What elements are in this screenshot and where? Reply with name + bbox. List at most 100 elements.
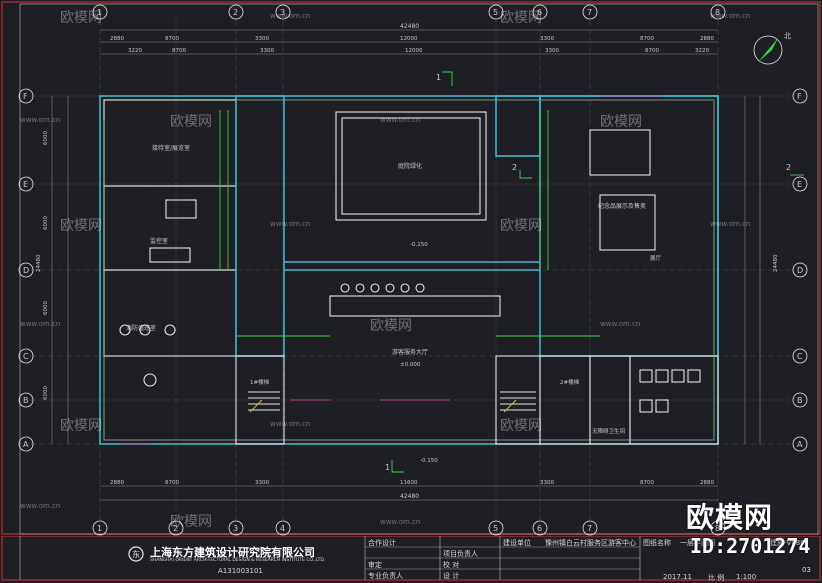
axis-top-7: 7	[587, 8, 592, 17]
axis-bottom-7: 7	[587, 524, 592, 533]
dim-top-2: 8700	[165, 36, 179, 42]
dim-top2-6: 8700	[645, 48, 659, 54]
axis-side-B: B	[797, 396, 803, 405]
title-block: 东 上海东方建筑设计研究院有限公司 SHANGHAI ORIENT ARCHIT…	[0, 536, 822, 582]
svg-text:欧模网: 欧模网	[60, 218, 102, 234]
dim-bottom-7: 2880	[700, 480, 714, 486]
room-label-courtyard: 庭院绿化	[398, 162, 422, 170]
svg-text:欧模网: 欧模网	[170, 114, 212, 130]
axis-side-D: D	[23, 266, 29, 275]
company-logo-icon	[128, 546, 144, 562]
svg-text:欧模网: 欧模网	[60, 10, 102, 26]
axis-bottom-2: 2	[173, 524, 178, 533]
watermark-layer: 欧模网 www.om.cn 欧模网 www.om.cn www.om.cn 欧模…	[20, 10, 750, 530]
axis-side-A: A	[797, 440, 803, 449]
company-name-en: SHANGHAI ORIENT ARCHITECTURAL DESIGN & R…	[150, 558, 326, 563]
field-mid-2: 设 计	[443, 572, 460, 580]
svg-text:北: 北	[784, 32, 791, 40]
svg-text:www.om.cn: www.om.cn	[600, 320, 640, 328]
overall-dim-top: 42480	[400, 23, 419, 30]
svg-text:www.om.cn: www.om.cn	[380, 518, 420, 526]
axis-bottom-4: 4	[280, 524, 285, 533]
dim-bottom-4: 11600	[400, 480, 418, 486]
axis-side-F: F	[797, 92, 802, 101]
axis-bottom-6: 6	[537, 524, 542, 533]
axis-bubbles-bottom: 1 2 3 4 5 6 7 8	[92, 520, 726, 536]
dim-top2-4: 12000	[405, 48, 423, 54]
axis-top-1: 1	[97, 8, 102, 17]
svg-text:24480: 24480	[36, 254, 42, 272]
svg-text:欧模网: 欧模网	[500, 218, 542, 234]
axis-top-2: 2	[233, 8, 238, 17]
field-left-2: 专业负责人	[368, 572, 403, 580]
svg-text:2: 2	[512, 163, 517, 172]
axis-bottom-1: 1	[97, 524, 102, 533]
svg-text:www.om.cn: www.om.cn	[20, 502, 60, 510]
axis-side-C: C	[23, 352, 29, 361]
axis-side-D: D	[797, 266, 803, 275]
svg-text:欧模网: 欧模网	[370, 318, 412, 334]
top-dimensions: 42480 2880 8700 3300 12000 3300 8700 288…	[100, 23, 718, 55]
scale-label: 比 例	[708, 574, 725, 582]
dim-top2-7: 3220	[695, 48, 709, 54]
room-label-disabled: 无障碍卫生间	[592, 427, 625, 435]
svg-text:欧模网: 欧模网	[170, 514, 212, 530]
level-lobby: ±0.000	[400, 362, 421, 368]
interior-dimensions	[103, 110, 715, 436]
dim-bottom-2: 8700	[165, 480, 179, 486]
side-dimensions: 6000 6000 6000 6000 24480 24480	[36, 96, 779, 444]
dim-top2-3: 3300	[260, 48, 274, 54]
dim-bottom-6: 8700	[640, 480, 654, 486]
watermark-brand: 欧模网	[686, 501, 774, 534]
section-markers: 1 2 2 1	[385, 71, 804, 473]
svg-text:欧模网: 欧模网	[500, 10, 542, 26]
room-label-stair-l: 1#楼梯	[250, 378, 270, 386]
dim-top-7: 2880	[700, 36, 714, 42]
axis-side-E: E	[23, 180, 28, 189]
axis-bottom-5: 5	[493, 524, 498, 533]
dim-top-1: 2880	[110, 36, 124, 42]
room-label-hall: 展厅	[650, 255, 662, 262]
axis-side-F: F	[23, 92, 28, 101]
axis-side-A: A	[23, 440, 29, 449]
svg-text:www.om.cn: www.om.cn	[270, 12, 310, 20]
watermark-id: ID:2701274	[690, 534, 811, 558]
dim-bottom-1: 2880	[110, 480, 124, 486]
svg-text:www.om.cn: www.om.cn	[270, 220, 310, 228]
svg-text:东: 东	[132, 549, 140, 559]
svg-text:1: 1	[436, 73, 441, 82]
room-label-b: 监控室	[150, 237, 168, 245]
svg-text:6000: 6000	[43, 386, 49, 400]
svg-text:6000: 6000	[43, 301, 49, 315]
svg-text:24480: 24480	[773, 254, 779, 272]
axis-side-E: E	[797, 180, 802, 189]
svg-text:www.om.cn: www.om.cn	[710, 220, 750, 228]
overall-dim-bottom: 42480	[400, 493, 419, 500]
floor-plan: 42480 2880 8700 3300 12000 3300 8700 288…	[1, 1, 821, 536]
sheet-border	[1, 1, 821, 535]
dim-top-4: 12000	[400, 36, 418, 42]
svg-text:1: 1	[385, 463, 390, 472]
drawing-label: 图纸名称	[643, 539, 671, 547]
field-left-0: 合作设计	[368, 539, 396, 547]
axis-top-5: 5	[493, 8, 498, 17]
room-label-stair-r: 2#楼梯	[560, 378, 580, 386]
bottom-dimensions: 2880 8700 3300 11600 3300 8700 2880 4248…	[100, 480, 718, 501]
axis-bottom-3: 3	[233, 524, 238, 533]
dim-top2-2: 8700	[172, 48, 186, 54]
license-no: A131003101	[218, 567, 263, 575]
dim-top-6: 8700	[640, 36, 654, 42]
svg-text:www.om.cn: www.om.cn	[710, 12, 750, 20]
svg-text:6000: 6000	[43, 131, 49, 145]
svg-text:6000: 6000	[43, 216, 49, 230]
room-label-c: 消防值班室	[126, 324, 156, 332]
date: 2017.11	[663, 573, 692, 581]
dim-top-3: 3300	[255, 36, 269, 42]
north-arrow-icon: 北	[753, 32, 791, 65]
svg-text:www.om.cn: www.om.cn	[20, 320, 60, 328]
dim-bottom-5: 3300	[540, 480, 554, 486]
dim-top2-1: 3220	[128, 48, 142, 54]
drawing-value: 一层平面图	[680, 539, 715, 547]
axis-side-B: B	[23, 396, 29, 405]
